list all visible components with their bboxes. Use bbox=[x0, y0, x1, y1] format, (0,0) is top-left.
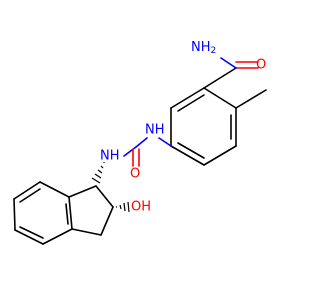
amide-o-label: O bbox=[256, 58, 266, 73]
amide-cn-bond bbox=[220, 57, 237, 69]
urea-nh-left-label: NH bbox=[100, 149, 120, 164]
indane-ring bbox=[13, 181, 114, 245]
methyl-bond bbox=[235, 89, 267, 109]
urea-o-label: O bbox=[130, 167, 140, 182]
stereo-hash-wedge-n bbox=[91, 162, 105, 184]
benzene-ring-right bbox=[170, 87, 237, 166]
amide-nh2-label: NH2 bbox=[191, 40, 216, 57]
molecule-structure: NH2 O NH NH O OH bbox=[13, 40, 267, 245]
hydroxyl-label: OH bbox=[131, 200, 151, 215]
urea-c-n-bond-left bbox=[123, 146, 137, 157]
urea-n-c-bond-right bbox=[135, 137, 148, 148]
amide-c-bond bbox=[203, 67, 237, 89]
urea-nh-right-label: NH bbox=[145, 123, 165, 138]
aryl-n-bond bbox=[158, 137, 172, 147]
stereo-hash-wedge-oh bbox=[116, 201, 130, 213]
